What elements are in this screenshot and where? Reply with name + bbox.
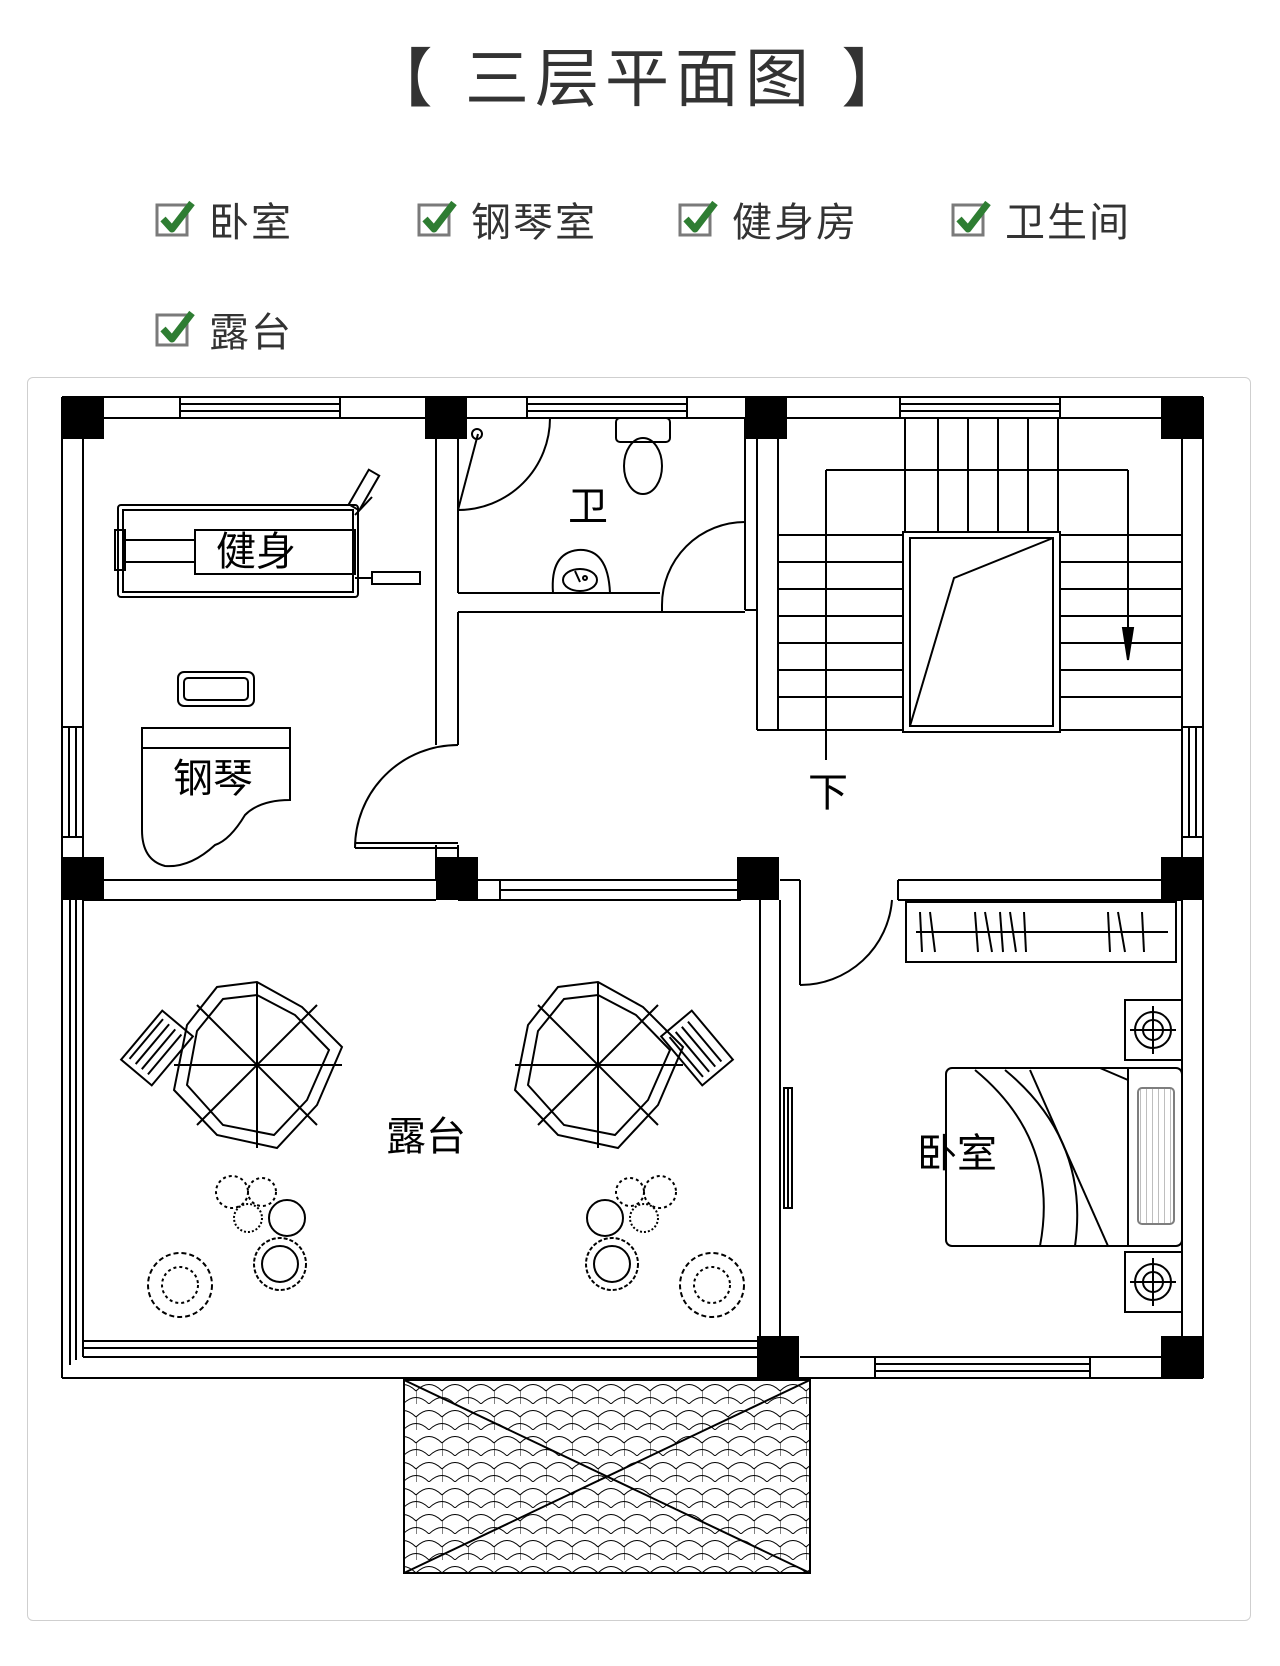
checkmark-icon — [155, 200, 195, 237]
lounge-chair-icon — [659, 1009, 735, 1087]
piano-icon — [141, 671, 291, 868]
roof-tiles — [403, 1379, 811, 1574]
interior-walls — [83, 418, 1182, 1357]
checkmark-icon — [155, 310, 195, 347]
legend-label: 卧室 — [209, 200, 293, 246]
doors — [354, 521, 893, 1209]
umbrella-icon — [172, 980, 344, 1150]
page-title: 【 三层平面图 】 — [368, 43, 912, 117]
room-label-bath: 卫 — [568, 484, 608, 530]
checkmark-icon — [417, 200, 457, 237]
columns — [62, 397, 1203, 1378]
legend-label: 露台 — [209, 310, 293, 356]
room-label-gym: 健身 — [216, 529, 296, 575]
bed-icon — [945, 999, 1183, 1313]
checkmark-icon — [678, 200, 718, 237]
legend-item-bedroom: 卧室 — [155, 190, 293, 248]
legend-item-bathroom: 卫生间 — [951, 190, 1131, 248]
plant-icon — [147, 1175, 745, 1318]
legend-item-terrace: 露台 — [155, 300, 293, 358]
umbrella-icon — [513, 980, 685, 1150]
room-label-terrace: 露台 — [386, 1114, 466, 1160]
wardrobe-icon — [905, 901, 1177, 963]
legend-label: 钢琴室 — [471, 200, 597, 246]
staircase — [778, 418, 1182, 760]
windows — [61, 396, 1204, 1379]
lounge-chair-icon — [119, 1009, 195, 1087]
legend-item-gym: 健身房 — [678, 190, 858, 248]
checkmark-icon — [951, 200, 991, 237]
room-label-piano: 钢琴 — [173, 756, 253, 802]
stairs-down-label: 下 — [808, 770, 848, 816]
treadmill-icon — [114, 468, 421, 598]
room-label-bedroom: 卧室 — [917, 1131, 997, 1177]
bathroom-fixtures — [457, 417, 671, 594]
legend-item-piano-room: 钢琴室 — [417, 190, 597, 248]
legend-label: 健身房 — [732, 200, 858, 246]
legend-label: 卫生间 — [1005, 200, 1131, 246]
